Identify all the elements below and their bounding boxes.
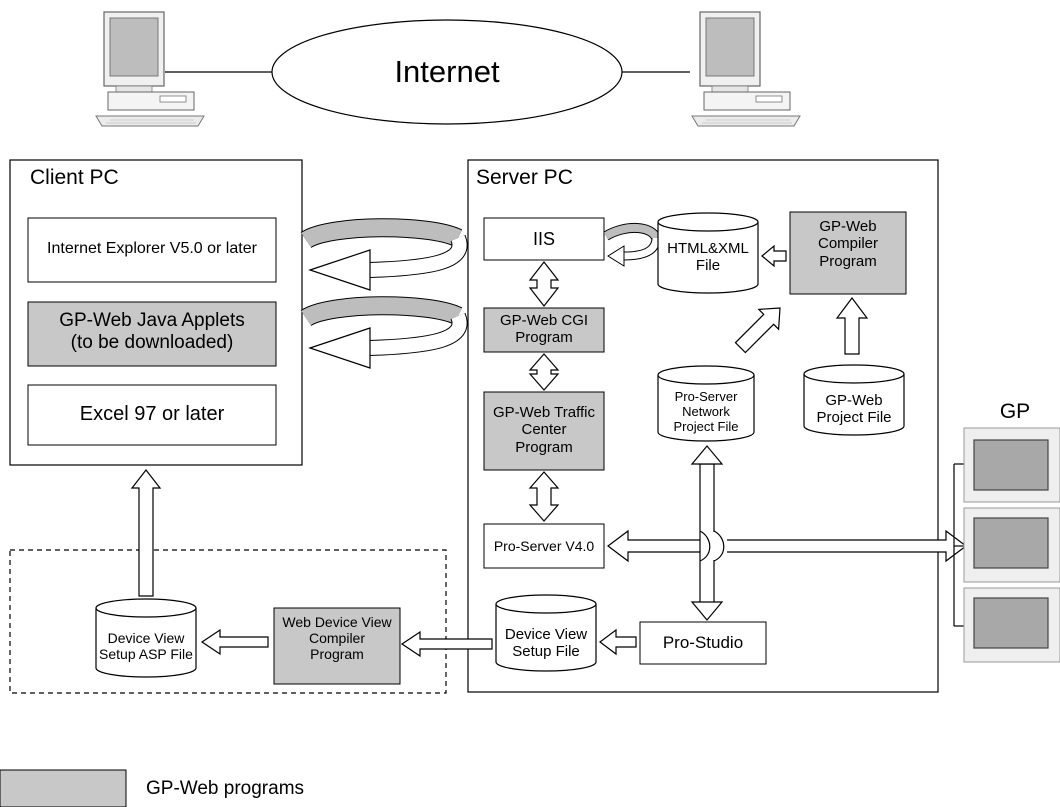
internet-label: Internet bbox=[394, 54, 500, 89]
iis-box bbox=[483, 217, 605, 261]
arrow-icon bbox=[734, 307, 781, 354]
traffic-center-label: GP-Web Traffic Center Program bbox=[493, 404, 595, 456]
curved-arrow-icon bbox=[300, 218, 468, 291]
double-arrow-icon bbox=[528, 471, 560, 522]
arrow-icon bbox=[599, 628, 637, 656]
network-project-file-label: Pro-Server Network Project File bbox=[673, 389, 739, 434]
computer-icon bbox=[95, 11, 205, 127]
device-view-compiler-box bbox=[273, 607, 401, 685]
double-arrow-icon bbox=[528, 353, 560, 391]
database-cylinder-icon bbox=[495, 594, 597, 672]
arrow-icon bbox=[200, 628, 269, 656]
compiler-program-box bbox=[789, 211, 907, 295]
legend-swatch bbox=[0, 769, 127, 807]
gp-display-panel-icon bbox=[963, 587, 1060, 663]
server-pc-title: Server PC bbox=[476, 166, 573, 189]
html-xml-file-label: HTML&XML File bbox=[667, 240, 749, 275]
device-view-compiler-label: Web Device View Compiler Program bbox=[282, 614, 392, 663]
client-pc-title: Client PC bbox=[30, 166, 119, 189]
arrow-icon bbox=[835, 297, 869, 355]
device-view-setup-file-label: Device View Setup File bbox=[504, 626, 588, 661]
database-cylinder-icon bbox=[803, 364, 905, 436]
internet-explorer-label: Internet Explorer V5.0 or later bbox=[47, 240, 257, 257]
legend-label: GP-Web programs bbox=[146, 778, 305, 799]
pro-server-label: Pro-Server V4.0 bbox=[493, 538, 595, 554]
gp-label: GP bbox=[999, 400, 1031, 423]
device-view-region bbox=[9, 549, 447, 694]
internet-cloud bbox=[271, 19, 623, 125]
arrow-icon bbox=[130, 469, 162, 597]
double-arrow-icon bbox=[528, 261, 560, 307]
database-cylinder-icon bbox=[657, 212, 759, 294]
curved-arrow-icon bbox=[300, 296, 468, 369]
arrow-icon bbox=[761, 244, 787, 268]
java-applets-box bbox=[27, 301, 277, 367]
compiler-program-label: GP-Web Compiler Program bbox=[817, 218, 878, 270]
arrow-icon bbox=[400, 630, 493, 658]
database-cylinder-icon bbox=[657, 365, 755, 442]
loop-arrow-icon bbox=[603, 223, 661, 267]
gp-display-panel-icon bbox=[963, 427, 1060, 503]
pro-studio-label: Pro-Studio bbox=[662, 633, 744, 652]
pro-studio-box bbox=[639, 621, 767, 665]
excel-label: Excel 97 or later bbox=[79, 403, 225, 425]
gp-display-panel-icon bbox=[963, 507, 1060, 583]
iis-label: IIS bbox=[532, 229, 555, 249]
traffic-center-box bbox=[483, 391, 605, 471]
internet-explorer-box bbox=[27, 217, 277, 283]
java-applets-label: GP-Web Java Applets (to be downloaded) bbox=[59, 310, 245, 353]
cgi-program-box bbox=[483, 307, 605, 353]
computer-icon bbox=[691, 11, 801, 127]
pro-server-box bbox=[483, 523, 605, 569]
cgi-program-label: GP-Web CGI Program bbox=[499, 312, 589, 347]
excel-box bbox=[27, 384, 277, 446]
double-arrow-icon bbox=[690, 445, 727, 621]
gpweb-project-file-label: GP-Web Project File bbox=[816, 392, 892, 427]
asp-file-label: Device View Setup ASP File bbox=[99, 630, 193, 663]
database-cylinder-icon bbox=[95, 598, 197, 678]
